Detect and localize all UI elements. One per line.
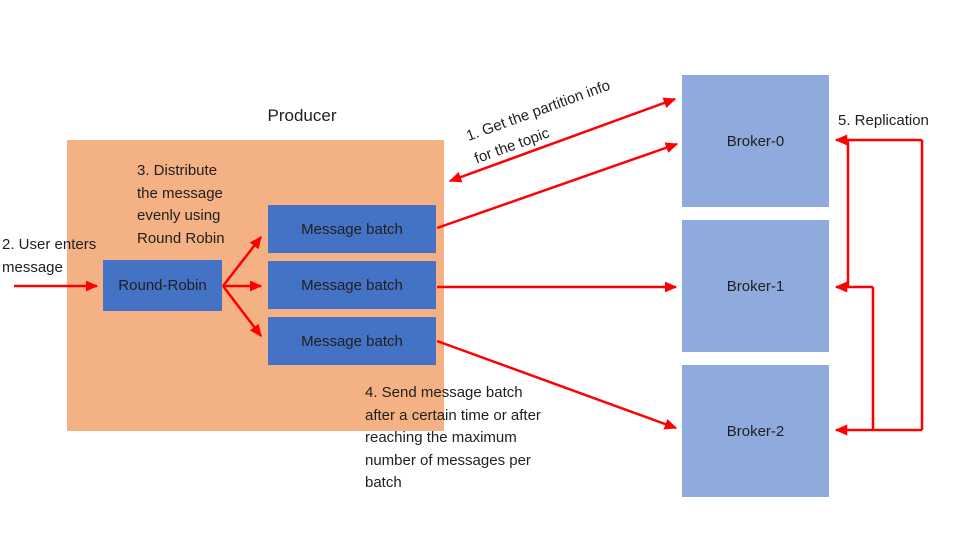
broker-2-label: Broker-2 <box>726 422 785 440</box>
broker-0-node: Broker-0 <box>682 75 829 207</box>
annotation-get-partition-info: 1. Get the partition info for the topic <box>464 76 613 168</box>
message-batch-node-3: Message batch <box>268 317 436 365</box>
annotation-replication: 5. Replication <box>838 112 929 129</box>
broker-1-node: Broker-1 <box>682 220 829 352</box>
arrow-batch-1-to-broker-0 <box>436 142 679 230</box>
message-batch-label: Message batch <box>301 276 403 294</box>
message-batch-label: Message batch <box>301 332 403 350</box>
producer-title: Producer <box>267 106 337 125</box>
annotation-user-enters-message: 2. User enters message <box>2 236 97 276</box>
annotation-send-message-batch: 4. Send message batch after a certain ti… <box>365 384 541 491</box>
message-batch-node-1: Message batch <box>268 205 436 253</box>
broker-0-label: Broker-0 <box>726 132 785 150</box>
broker-2-node: Broker-2 <box>682 365 829 497</box>
message-batch-label: Message batch <box>301 220 403 238</box>
message-batch-node-2: Message batch <box>268 261 436 309</box>
broker-1-label: Broker-1 <box>726 277 785 295</box>
annotation-distribute-round-robin: 3. Distribute the message evenly using R… <box>137 162 225 247</box>
round-robin-node: Round-Robin <box>103 260 222 311</box>
round-robin-label: Round-Robin <box>118 277 207 294</box>
